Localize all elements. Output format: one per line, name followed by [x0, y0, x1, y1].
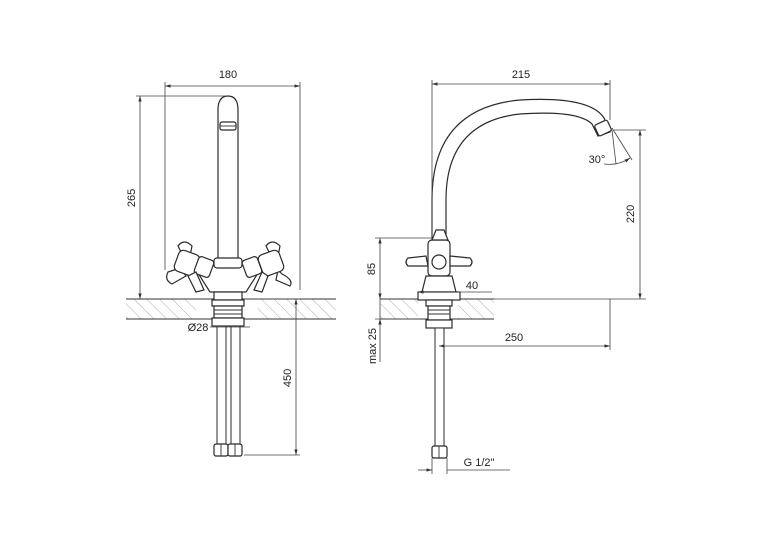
dim-height-label: 265 [126, 189, 138, 207]
front-right-handle [241, 241, 292, 293]
side-spout [431, 98, 612, 259]
dim-angle-label: 30° [589, 154, 606, 166]
dim-hose-length-label: 450 [282, 369, 294, 387]
dim-reach-bottom-label: 250 [505, 332, 523, 344]
side-view: 215 30° 220 85 40 250 [366, 69, 646, 474]
dim-handle-height-label: 85 [366, 263, 378, 275]
dim-width-label: 180 [219, 69, 237, 81]
dim-deck-label: max 25 [367, 328, 379, 364]
dim-diameter-label: Ø28 [188, 322, 209, 334]
dim-spout-height-label: 220 [625, 205, 637, 223]
side-dimensions: 215 30° 220 85 40 250 [366, 69, 646, 474]
front-view: 180 265 Ø28 450 [126, 69, 336, 457]
front-hoses [213, 325, 243, 457]
front-spout [217, 95, 239, 271]
front-dimensions: 180 265 Ø28 450 [126, 69, 301, 456]
front-left-handle [166, 241, 215, 293]
dim-reach-top-label: 215 [512, 69, 530, 81]
side-hose [431, 327, 448, 459]
dim-thread-label: G 1/2" [464, 457, 495, 469]
dim-base-label: 40 [466, 280, 478, 292]
